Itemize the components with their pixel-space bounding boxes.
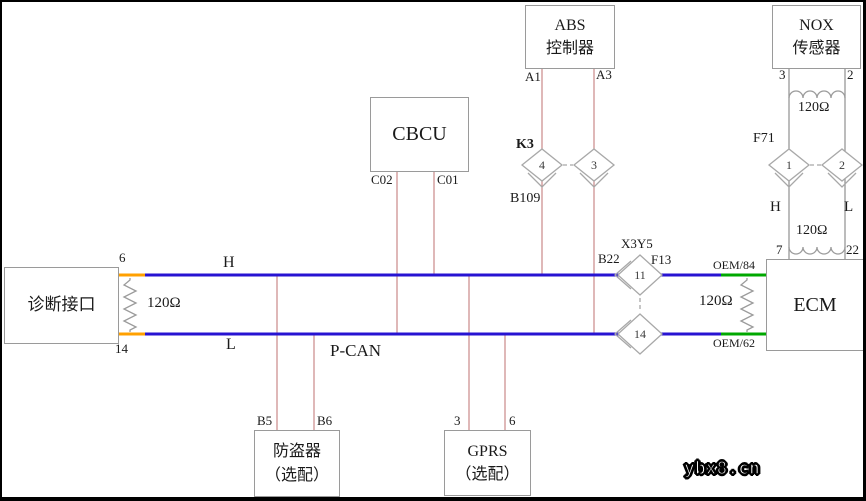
f71-pin-1-number: 1 — [786, 158, 792, 172]
ecm-pin-22: 22 — [846, 242, 859, 257]
f71-diamond-2 — [820, 148, 863, 182]
resistors — [122, 90, 846, 332]
k3-pin-3-number: 3 — [591, 158, 597, 172]
gprs-pin-3: 3 — [454, 413, 461, 428]
diagnostic-pin-6: 6 — [119, 250, 126, 265]
watermark-text: ybx8.cn — [683, 457, 760, 480]
gprs-box: GPRS （选配） — [444, 430, 531, 496]
k3-chevron-3 — [579, 172, 609, 188]
f71-connector-label: F71 — [753, 131, 775, 146]
nox-label-line1: NOX — [799, 16, 834, 34]
gprs-label-line1: GPRS — [467, 442, 508, 460]
ecm-pin-7: 7 — [776, 242, 783, 257]
nox-pin-2: 2 — [847, 67, 854, 82]
ecm-label: ECM — [793, 293, 837, 316]
gprs-pin-6: 6 — [509, 413, 516, 428]
f71-diamond-1 — [767, 148, 811, 182]
bus-name-label: P-CAN — [330, 341, 382, 360]
abs-label-line2: 控制器 — [545, 40, 594, 57]
nox-wire-h-label: H — [770, 199, 781, 215]
ecm-box: ECM — [766, 259, 863, 351]
k3-pin-4-number: 4 — [539, 158, 545, 172]
x3y5-diamond-14 — [617, 313, 663, 355]
nox-sensor-box: NOX 传感器 — [772, 5, 861, 69]
oem62-wire-label: OEM/62 — [713, 336, 755, 350]
resistor-ecm-top — [788, 246, 846, 255]
abs-pin-a3: A3 — [596, 67, 612, 82]
resistor-nox — [788, 90, 846, 99]
cbcu-pin-c02: C02 — [371, 172, 393, 187]
connector-symbols — [520, 148, 863, 355]
gprs-label-line2: （选配） — [455, 466, 520, 483]
abs-controller-box: ABS 控制器 — [525, 5, 615, 69]
immobilizer-label-line1: 防盗器 — [272, 443, 321, 461]
immobilizer-box: 防盗器 （选配） — [254, 430, 340, 497]
nox-pin-3: 3 — [779, 67, 786, 82]
f71-chevron-1 — [774, 172, 804, 188]
ecm-top-resistor-label: 120Ω — [796, 223, 828, 238]
x3y5-chevron-14 — [614, 319, 632, 349]
b109-wire-label: B109 — [510, 191, 541, 206]
immobilizer-pin-b5: B5 — [257, 413, 273, 428]
diagnostic-pin-14: 14 — [115, 341, 128, 356]
k3-connector-label: K3 — [516, 137, 534, 152]
ecm-bus-resistor-label: 120Ω — [699, 293, 733, 309]
x3y5-pin-11-number: 11 — [634, 268, 646, 282]
cbcu-pin-c01: C01 — [437, 172, 459, 187]
x3y5-diamond-11 — [617, 254, 663, 296]
nox-wire-l-label: L — [844, 199, 854, 215]
diagnostic-resistor-label: 120Ω — [147, 295, 181, 311]
cbcu-label: CBCU — [392, 123, 447, 145]
k3-diamond-3 — [572, 148, 616, 182]
can-bus-lines — [117, 273, 766, 336]
nox-resistor-label: 120Ω — [798, 100, 830, 115]
immobilizer-pin-b6: B6 — [317, 413, 333, 428]
abs-pin-a1: A1 — [525, 69, 541, 84]
f71-chevron-2 — [827, 172, 857, 188]
resistor-ecm-bus — [739, 278, 755, 332]
b22-pin-label: B22 — [598, 251, 620, 266]
diagnostic-connector-label: 诊断接口 — [27, 295, 96, 315]
k3-chevron-4 — [527, 172, 557, 188]
abs-label-line1: ABS — [554, 16, 586, 34]
x3y5-pin-14-number: 14 — [634, 327, 646, 341]
x3y5-chevron-11 — [614, 260, 632, 290]
k3-diamond-4 — [520, 148, 564, 182]
bus-h-label: H — [223, 254, 235, 271]
oem84-wire-label: OEM/84 — [713, 258, 755, 272]
cbcu-box: CBCU — [370, 97, 469, 172]
f71-pin-2-number: 2 — [839, 158, 845, 172]
bus-l-label: L — [226, 336, 236, 353]
x3y5-connector-label: X3Y5 — [621, 236, 653, 251]
f13-pin-label: F13 — [651, 252, 672, 267]
resistor-diagnostic — [122, 278, 138, 332]
immobilizer-label-line2: （选配） — [264, 466, 329, 484]
diagnostic-connector-box: 诊断接口 — [4, 267, 119, 344]
nox-label-line2: 传感器 — [792, 40, 841, 57]
